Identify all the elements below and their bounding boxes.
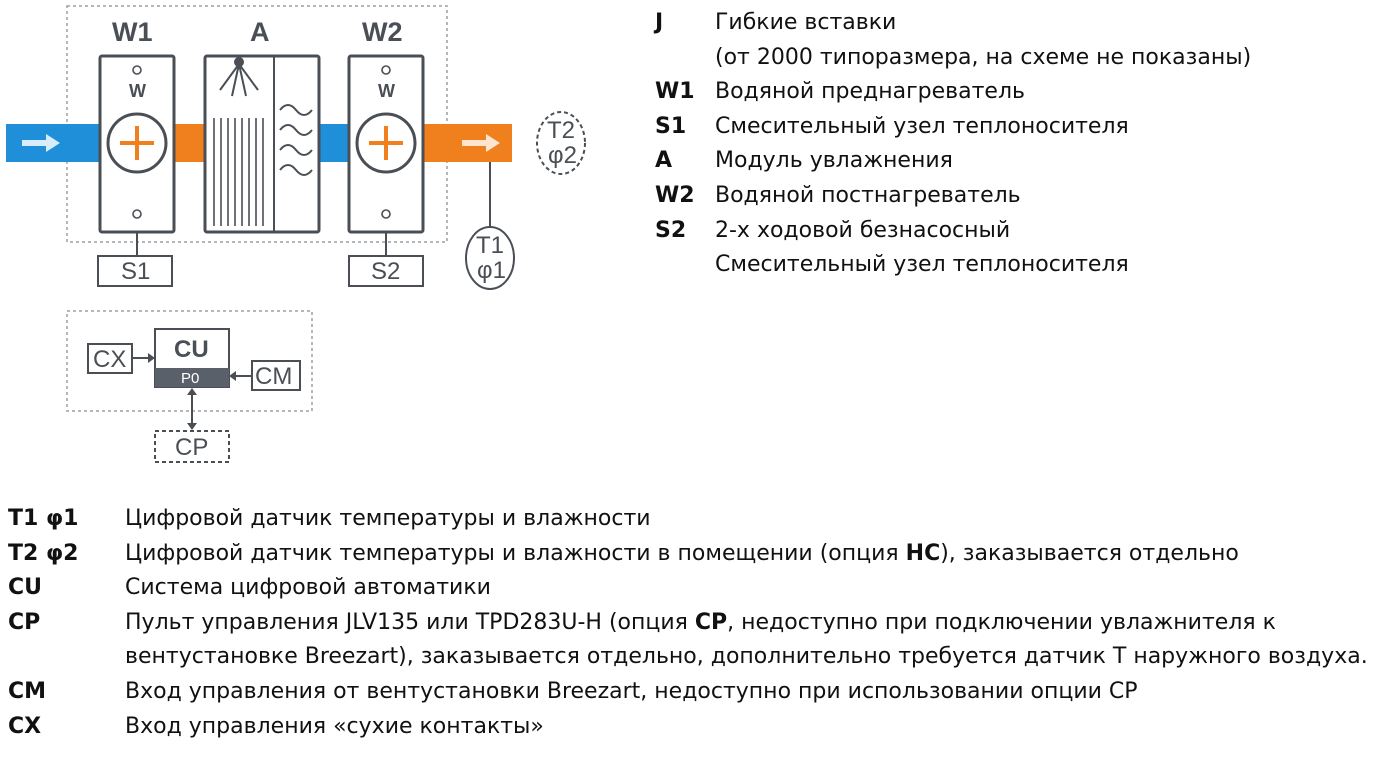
arrow-in-icon <box>22 134 60 152</box>
legend-desc: Водяной постнагреватель <box>715 182 1021 208</box>
legend-key <box>655 248 715 283</box>
spray-nozzle-icon <box>219 57 259 97</box>
arrow-down-icon <box>187 423 197 430</box>
cm-label: CM <box>255 363 292 390</box>
heater-plus-icon <box>355 112 417 174</box>
cx-box <box>87 343 133 374</box>
legend-desc: Цифровой датчик температуры и влажности … <box>125 537 1239 572</box>
legend-key: A <box>655 148 673 174</box>
legend-row: CM Вход управления от вентустановки Breez… <box>8 675 1368 710</box>
cp-label: CP <box>175 434 208 461</box>
sensor-t2-line2: φ2 <box>548 142 577 169</box>
legend-row: J Гибкие вставки <box>655 6 1251 41</box>
heater-plus-icon <box>106 112 168 174</box>
p0-label: P0 <box>181 370 199 387</box>
option-code: HC <box>905 540 941 566</box>
w1-water-mark: W <box>129 81 146 101</box>
legend-row: S2 2-х ходовой безнасосный <box>655 214 1251 249</box>
s1-box <box>97 255 173 287</box>
legend-desc: Вход управления от вентустановки Breezar… <box>125 678 1138 704</box>
legend-row: CX Вход управления «сухие контакты» <box>8 710 1368 745</box>
cm-box <box>251 360 301 391</box>
legend-desc: 2-х ходовой безнасосный <box>715 217 1011 243</box>
legend-desc-part: Пульт управления JLV135 или TPD283U-H (о… <box>125 609 695 635</box>
w2-water-mark: W <box>378 81 395 101</box>
duct-mid-2 <box>318 124 350 162</box>
legend-key: CM <box>8 678 47 704</box>
legend-row: T1 φ1 Цифровой датчик температуры и влажн… <box>8 502 1368 537</box>
legend-desc-part: , недоступно при подключении увлажнителя… <box>727 609 1276 635</box>
arrow-right-icon <box>148 353 155 363</box>
legend-row: T2 φ2 Цифровой датчик температуры и влажн… <box>8 537 1368 572</box>
arrow-left-icon <box>229 371 236 381</box>
legend-desc: Смесительный узел теплоносителя <box>715 252 1129 278</box>
legend-desc: (от 2000 типоразмера, на схеме не показа… <box>715 44 1252 70</box>
w1-label: W1 <box>112 17 153 47</box>
cx-label: CX <box>93 346 126 373</box>
legend-row: W1 Водяной преднагреватель <box>655 75 1251 110</box>
legend-top: J Гибкие вставки (от 2000 типоразмера, на… <box>655 6 1251 283</box>
legend-row: (от 2000 типоразмера, на схеме не показа… <box>655 41 1251 76</box>
legend-key <box>655 41 715 76</box>
sensor-t1 <box>465 226 515 290</box>
legend-key: S1 <box>655 113 687 139</box>
legend-row: Смесительный узел теплоносителя <box>655 248 1251 283</box>
legend-row: вентустановке Breezart), заказывается от… <box>8 640 1368 675</box>
a-label: A <box>250 17 270 47</box>
legend-key: CP <box>8 609 41 635</box>
legend-key <box>8 640 125 675</box>
w1-port-bottom <box>132 209 142 219</box>
legend-desc-part: Цифровой датчик температуры и влажности … <box>125 540 906 566</box>
sensor-t2-line1: T2 <box>547 117 575 144</box>
a-block <box>203 54 321 234</box>
w2-label: W2 <box>362 17 403 47</box>
w2-port-top <box>381 65 391 75</box>
w1-port-top <box>132 65 142 75</box>
p0-bar <box>155 368 229 387</box>
w2-port-bottom <box>381 209 391 219</box>
duct-mid-1 <box>174 124 206 162</box>
sensor-t1-line2: φ1 <box>477 257 506 284</box>
sensor-t2 <box>536 111 586 175</box>
legend-desc-part: ), заказывается отдельно <box>940 540 1239 566</box>
legend-key: T1 φ1 <box>8 506 79 531</box>
legend-key: W2 <box>655 182 695 208</box>
evaporation-media <box>213 118 264 226</box>
legend-key: CX <box>8 713 42 739</box>
droplet-separator-icon <box>279 104 313 176</box>
legend-desc: Цифровой датчик температуры и влажности <box>125 506 651 531</box>
legend-key: CU <box>8 575 43 601</box>
legend-row: W2 Водяной постнагреватель <box>655 179 1251 214</box>
legend-desc: Вход управления «сухие контакты» <box>125 713 544 739</box>
legend-desc: Модуль увлажнения <box>715 148 953 174</box>
sensor-t1-line1: T1 <box>476 232 504 259</box>
s2-box <box>348 255 424 287</box>
cu-label: CU <box>174 336 209 363</box>
legend-row: CU Система цифровой автоматики <box>8 571 1368 606</box>
legend-key: S2 <box>655 217 687 243</box>
control-enclosure <box>66 310 313 412</box>
arrow-up-icon <box>187 388 197 395</box>
legend-desc: Пульт управления JLV135 или TPD283U-H (о… <box>125 606 1276 641</box>
option-code: CP <box>694 609 728 635</box>
s2-label: S2 <box>371 258 400 285</box>
s1-label: S1 <box>121 258 150 285</box>
legend-key: T2 φ2 <box>8 540 79 566</box>
cp-box <box>154 430 230 463</box>
legend-desc: вентустановке Breezart), заказывается от… <box>125 644 1368 670</box>
legend-bottom: T1 φ1 Цифровой датчик температуры и влажн… <box>8 502 1368 744</box>
legend-key: W1 <box>655 79 695 105</box>
legend-desc: Смесительный узел теплоносителя <box>715 113 1129 139</box>
legend-desc: Система цифровой автоматики <box>125 575 491 601</box>
legend-row: A Модуль увлажнения <box>655 144 1251 179</box>
legend-desc: Гибкие вставки <box>715 10 897 35</box>
legend-row: S1 Смесительный узел теплоносителя <box>655 110 1251 145</box>
legend-key: J <box>655 10 664 35</box>
arrow-out-icon <box>462 134 500 152</box>
legend-desc: Водяной преднагреватель <box>715 79 1025 105</box>
ahu-schematic: W1 W A W2 W <box>6 5 586 463</box>
